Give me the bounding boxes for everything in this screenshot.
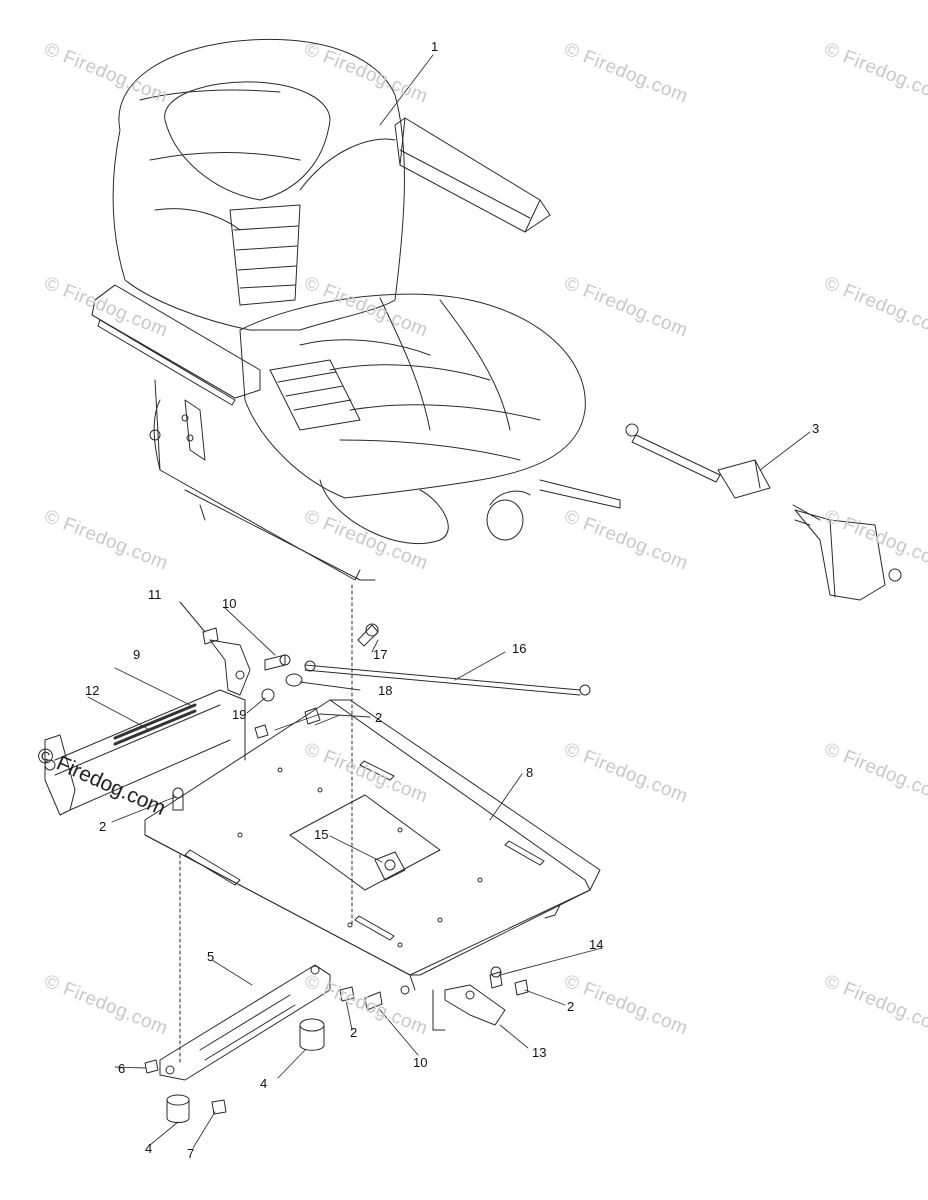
- callout-2: 2: [99, 819, 107, 834]
- seat-assembly: [91, 38, 621, 926]
- callout-5: 5: [207, 949, 215, 964]
- callout-19: 19: [232, 707, 247, 722]
- callout-1: 1: [431, 39, 439, 54]
- callout-12: 12: [85, 683, 100, 698]
- callout-6: 6: [118, 1061, 126, 1076]
- callout-10: 10: [222, 596, 237, 611]
- bracket: [339, 904, 561, 1031]
- callout-17: 17: [373, 647, 388, 662]
- callout-4: 4: [260, 1076, 268, 1091]
- callout-11: 11: [148, 587, 162, 602]
- callout-4: 4: [145, 1141, 153, 1156]
- callout-18: 18: [378, 683, 393, 698]
- callout-16: 16: [512, 641, 527, 656]
- callout-2: 2: [375, 710, 383, 725]
- callout-9: 9: [133, 647, 141, 662]
- seat-belt-assembly: [625, 423, 902, 601]
- callout-14: 14: [589, 937, 604, 952]
- callout-3: 3: [812, 421, 820, 436]
- callout-10: 10: [413, 1055, 428, 1070]
- callout-2: 2: [350, 1025, 358, 1040]
- seat-mounting-plate: [144, 699, 601, 1066]
- latch-hardware: [44, 601, 591, 816]
- leader-lines: [87, 54, 811, 1149]
- callout-13: 13: [532, 1045, 547, 1060]
- callout-7: 7: [187, 1146, 195, 1161]
- callout-8: 8: [526, 765, 534, 780]
- seat-slide-rail: [144, 964, 331, 1123]
- callout-2: 2: [567, 999, 575, 1014]
- callout-15: 15: [314, 827, 329, 842]
